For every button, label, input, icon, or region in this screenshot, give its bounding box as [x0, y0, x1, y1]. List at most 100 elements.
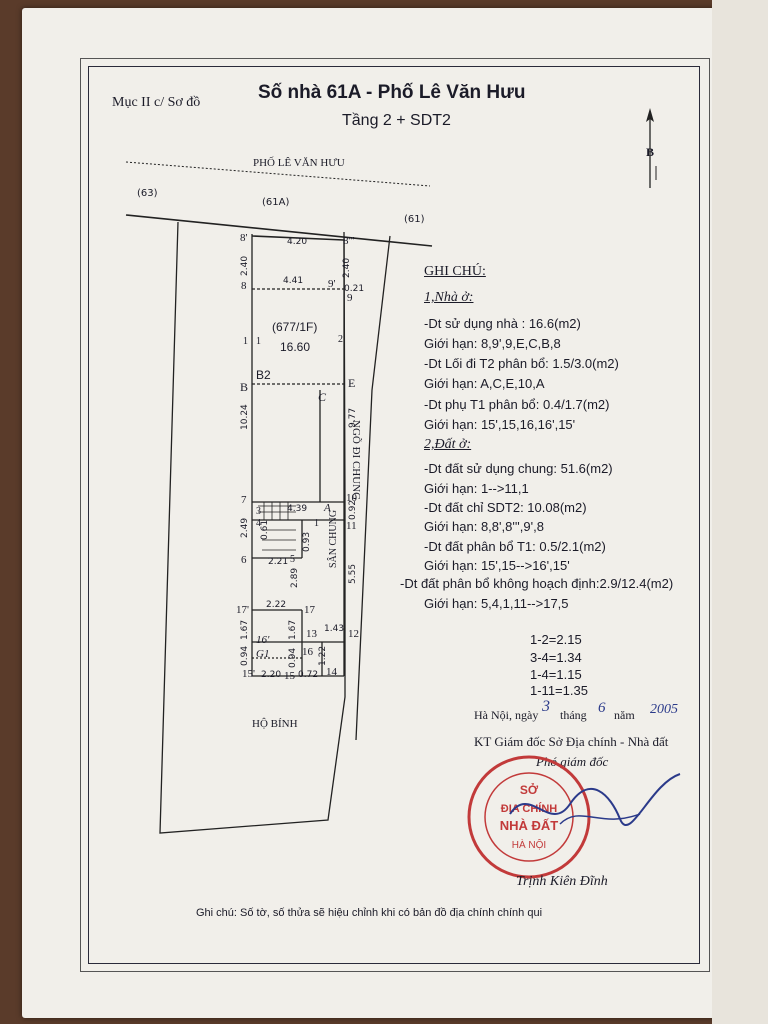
point-label: 1	[314, 518, 319, 529]
point-label: G1	[256, 648, 270, 660]
note-line: Giới hạn: 1-->11,1	[424, 481, 529, 496]
dim-label: 10.24	[240, 404, 250, 430]
neighbor-label: HỘ BÍNH	[252, 718, 298, 730]
dim-label: 2.40	[342, 257, 352, 278]
dim-label: 0.94	[288, 647, 298, 668]
signer-role: Phó giám đốc	[536, 754, 609, 769]
point-label: 8	[241, 280, 247, 292]
lot-right-label: (61)	[404, 214, 425, 225]
dim-label: 2.20	[261, 670, 282, 680]
dim-label: 0.61	[260, 519, 270, 540]
point-label: 17	[304, 604, 315, 616]
note-line: Giới hạn: 5,4,1,11-->17,5	[424, 596, 569, 611]
notes-house-heading: 1,Nhà ở:	[424, 290, 474, 305]
note-line: -Dt đất sử dụng chung: 51.6(m2)	[424, 461, 613, 476]
lot-center-label: (61A)	[262, 197, 290, 208]
point-label: B2	[256, 368, 271, 382]
date-prefix: Hà Nội, ngày	[474, 708, 539, 722]
seal-text-bottom: HÀ NỘI	[512, 838, 546, 851]
dim-label: 0.72	[298, 670, 319, 680]
footer-note: Ghi chú: Số tờ, số thửa sẽ hiệu chỉnh kh…	[196, 907, 543, 919]
point-label: 9	[347, 292, 353, 304]
north-label: B	[646, 145, 655, 159]
lot-left-label: (63)	[137, 188, 158, 199]
shared-yard-label: SÂN CHUNG	[328, 509, 339, 568]
note-line: -Dt phụ T1 phân bổ: 0.4/1.7(m2)	[424, 397, 610, 412]
point-label: 13	[306, 628, 317, 640]
point-label: 14	[326, 666, 337, 678]
note-line: -Dt đất phân bổ T1: 0.5/2.1(m2)	[424, 539, 606, 554]
point-label: 8'''	[343, 235, 355, 247]
dim-label: 1.22	[318, 645, 328, 666]
inner-frame	[88, 66, 700, 964]
seal-text-mid2: NHÀ ĐẤT	[500, 818, 559, 833]
point-label: 9'	[328, 278, 336, 290]
section-label: Mục II c/ Sơ đồ	[112, 95, 201, 110]
point-label: 16'	[256, 634, 270, 646]
point-label: C	[318, 390, 327, 404]
point-label: 11	[346, 520, 357, 532]
dim-label: 4.39	[287, 504, 308, 514]
measure-line: 3-4=1.34	[530, 650, 582, 665]
note-line: -Dt đất phân bổ không hoạch định:2.9/12.…	[400, 576, 674, 591]
document-page	[22, 8, 752, 1018]
dim-label: 2.89	[290, 567, 300, 588]
point-label: E	[348, 376, 356, 390]
note-line: -Dt sử dụng nhà : 16.6(m2)	[424, 316, 581, 331]
point-label: 15	[284, 670, 295, 682]
outer-frame	[80, 58, 710, 972]
point-label: 7	[241, 494, 247, 506]
point-label: 10	[346, 492, 357, 504]
point-label: 1	[256, 336, 261, 347]
street-label: PHỐ LÊ VĂN HƯU	[253, 157, 345, 169]
dim-label: 1.67	[240, 619, 250, 640]
point-label: 1	[243, 336, 248, 347]
north-arrow-icon	[646, 108, 657, 188]
point-label: A	[324, 502, 331, 514]
signer-org: KT Giám đốc Sở Địa chính - Nhà đất	[474, 734, 669, 749]
point-label: 5	[290, 554, 295, 565]
signer-name: Trịnh Kiên Đĩnh	[516, 874, 608, 889]
page-edge	[712, 0, 768, 1024]
note-line: -Dt Lối đi T2 phân bổ: 1.5/3.0(m2)	[424, 356, 619, 371]
note-line: Giới hạn: 8,9',9,E,C,B,8	[424, 336, 561, 351]
measure-line: 1-2=2.15	[530, 632, 582, 647]
dim-label: 4.41	[283, 276, 304, 286]
note-line: Giới hạn: 8,8',8''',9',8	[424, 519, 544, 534]
point-label: 2	[338, 334, 343, 345]
date-year: 2005	[650, 702, 678, 717]
measure-line: 1-11=1.35	[530, 683, 588, 698]
point-label: B	[240, 380, 249, 394]
point-label: 6	[241, 554, 247, 566]
date-day: 3	[542, 698, 550, 715]
parcel-id: (677/1F)	[272, 320, 318, 334]
month-label: tháng	[560, 708, 587, 722]
alley-label: NGÕ ĐI CHUNG	[350, 420, 362, 501]
seal-text-top: SỞ	[520, 782, 539, 797]
point-label: 4	[256, 518, 261, 529]
year-label: năm	[614, 708, 635, 722]
dim-label: 5.55	[348, 563, 358, 584]
seal-text-mid1: ĐỊA CHÍNH	[501, 802, 557, 815]
dim-label: 0.94	[240, 645, 250, 666]
dim-label: 2.49	[240, 517, 250, 538]
handwritten-signature-icon	[509, 773, 681, 827]
dim-label: 0.93	[302, 531, 312, 552]
note-line: Giới hạn: A,C,E,10,A	[424, 376, 545, 391]
note-line: Giới hạn: 15',15,16,16',15'	[424, 417, 576, 432]
dim-label: 4.20	[287, 237, 308, 247]
page-subtitle: Tầng 2 + SDT2	[342, 112, 451, 129]
dim-label: 2.21	[268, 557, 289, 567]
point-label: 16	[302, 646, 313, 658]
point-label: 15'	[242, 668, 255, 680]
dim-label: 9.77	[348, 407, 358, 428]
point-label: 8'	[240, 232, 248, 244]
point-label: 17'	[236, 604, 249, 616]
dim-label: 0.21	[344, 284, 365, 294]
note-line: -Dt đất chỉ SDT2: 10.08(m2)	[424, 500, 587, 515]
dim-label: 2.22	[266, 600, 287, 610]
dim-label: 1.67	[288, 619, 298, 640]
point-label: 3	[256, 506, 261, 517]
notes-heading: GHI CHÚ:	[424, 264, 486, 279]
